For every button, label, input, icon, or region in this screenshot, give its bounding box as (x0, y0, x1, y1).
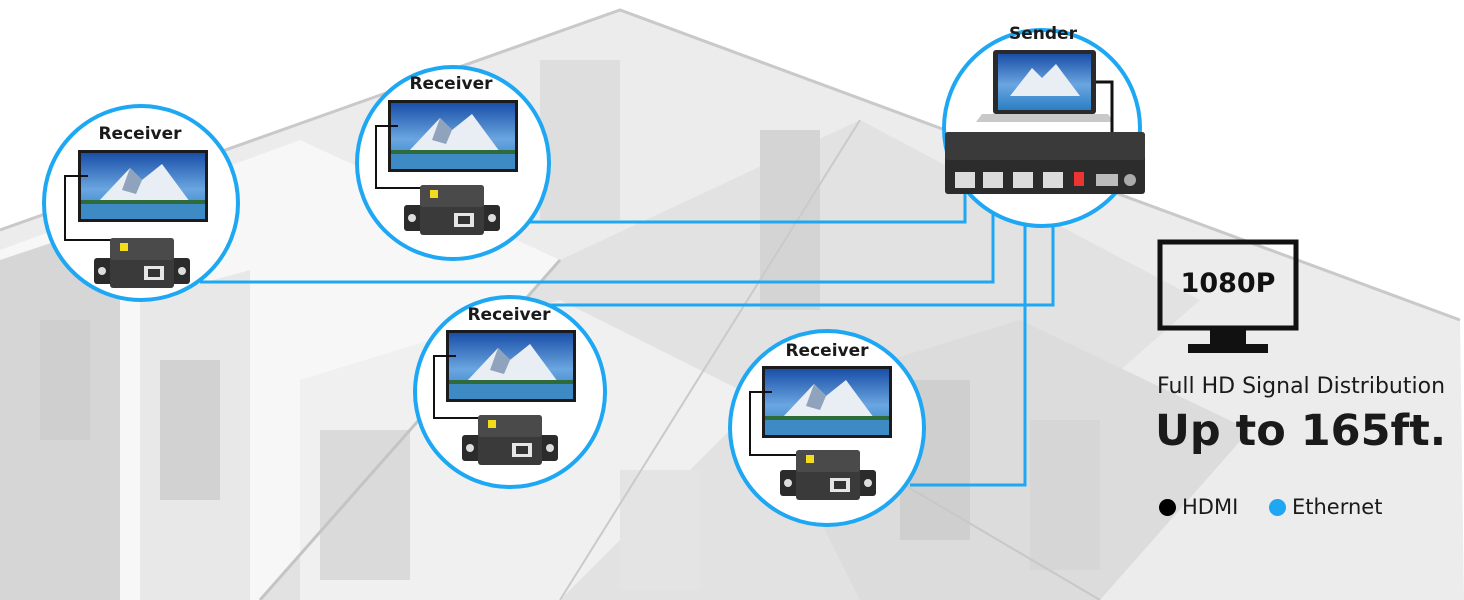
sender-label: Sender (1009, 24, 1077, 44)
receiver-node-3 (413, 295, 607, 489)
ethernet-dot-icon (1269, 498, 1286, 516)
tagline-subtitle: Full HD Signal Distribution (1157, 374, 1446, 399)
sender-node (942, 28, 1145, 228)
receiver-node-1 (355, 65, 551, 261)
legend-ethernet: Ethernet (1269, 495, 1382, 519)
receiver-node-4 (728, 329, 926, 527)
legend-hdmi: HDMI (1159, 495, 1238, 519)
tagline-headline: Up to 165ft. (1155, 406, 1447, 456)
receiver-label-4: Receiver (785, 341, 869, 361)
receiver-label-2: Receiver (98, 124, 182, 144)
legend-ethernet-label: Ethernet (1292, 495, 1383, 519)
resolution-badge: 1080P (1180, 268, 1276, 299)
receiver-label-3: Receiver (467, 305, 551, 325)
monitor-icon (1157, 239, 1299, 353)
legend-hdmi-label: HDMI (1182, 495, 1239, 519)
hdmi-dot-icon (1159, 498, 1176, 516)
receiver-node-2 (42, 104, 240, 302)
ethernet-cable-receiver-4 (910, 180, 1027, 487)
receiver-label-1: Receiver (409, 74, 493, 94)
